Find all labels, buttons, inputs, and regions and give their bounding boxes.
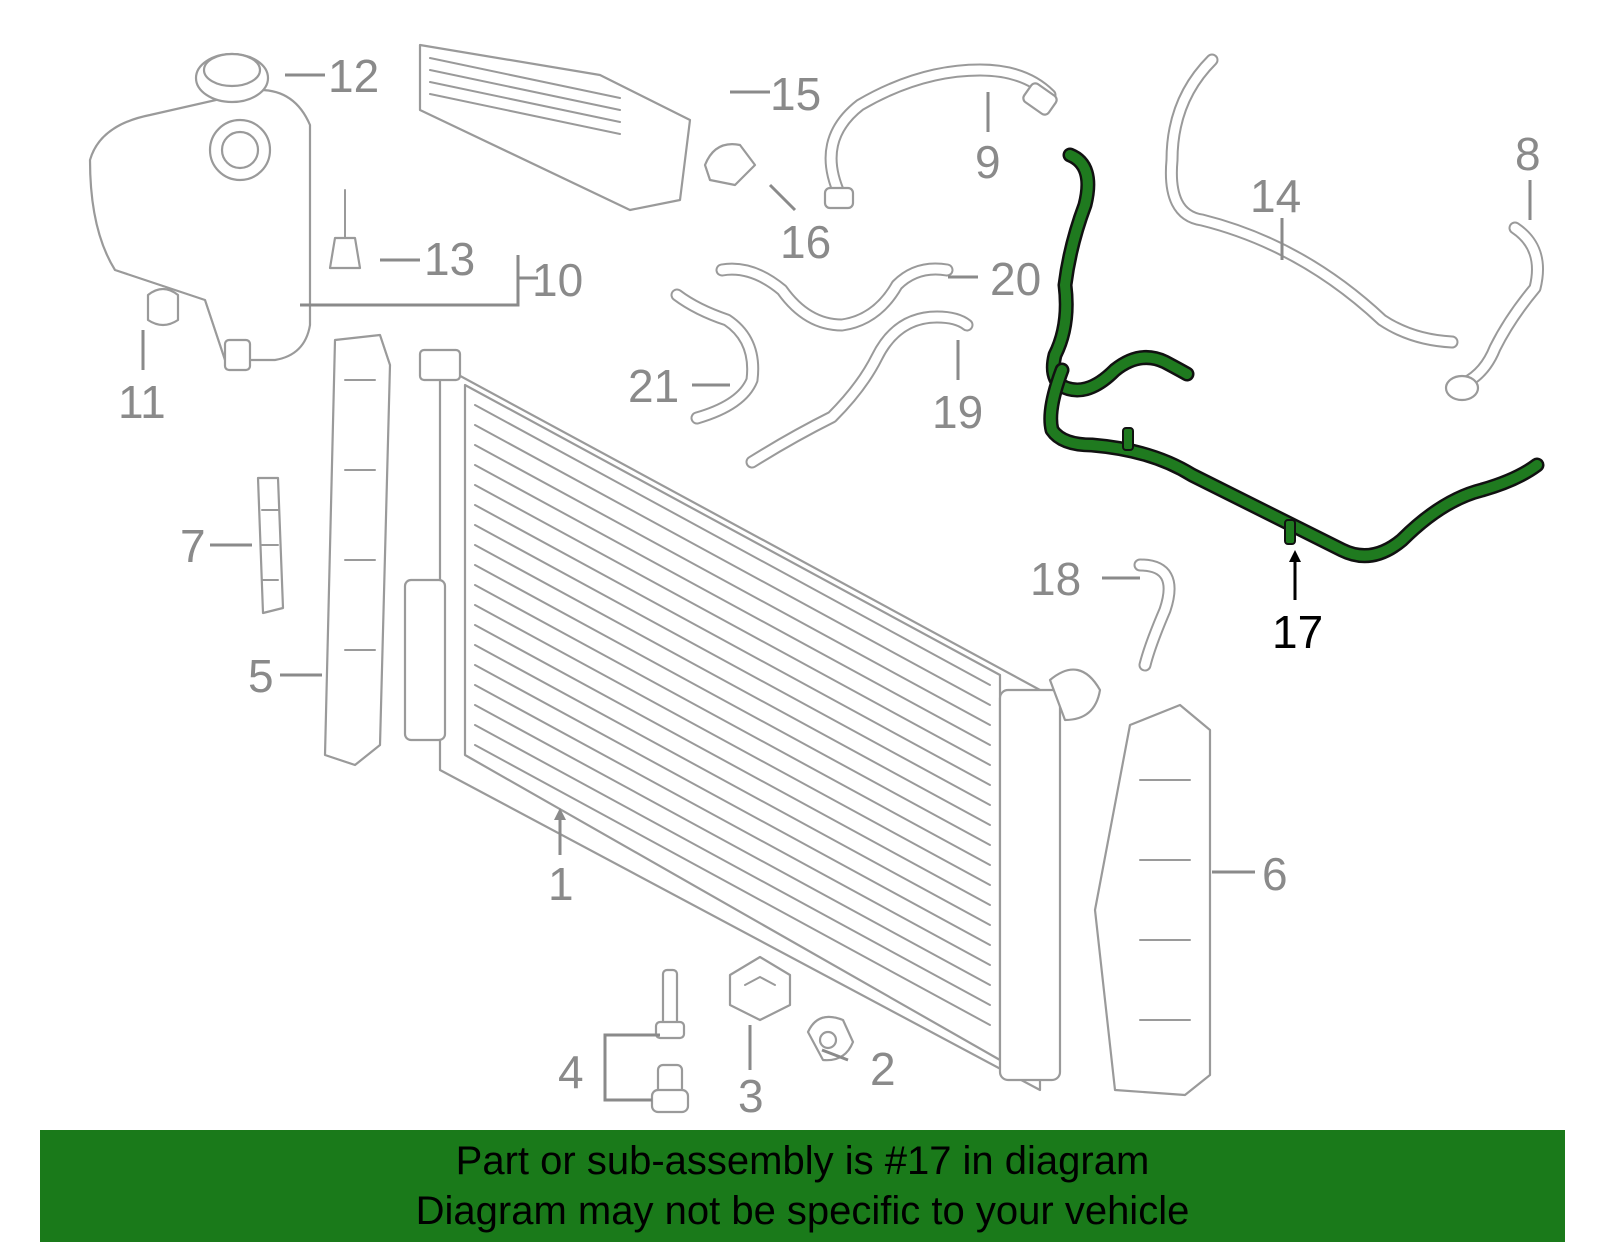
hose-part-9: [823, 63, 1058, 210]
callout-18: 18: [1030, 553, 1081, 605]
expansion-tank-part-10: [88, 88, 312, 372]
seal-part-7: [256, 476, 285, 615]
callout-3: 3: [738, 1070, 764, 1122]
hose-part-20: [715, 262, 954, 332]
callout-16: 16: [780, 216, 831, 268]
vent-line-part-14: [1164, 53, 1459, 349]
hose-part-18: [1133, 558, 1176, 672]
callout-1: 1: [548, 858, 574, 910]
callout-10: 10: [532, 254, 583, 306]
coolant-hose-part-17: [1043, 147, 1545, 564]
callout-2: 2: [870, 1043, 896, 1095]
hose-part-21: [670, 288, 760, 425]
bracket-part-16: [703, 143, 757, 187]
hose-part-19: [745, 310, 974, 469]
callout-11: 11: [118, 376, 166, 428]
callout-15: 15: [770, 68, 821, 120]
bracket-part-3: [728, 955, 792, 1022]
cap-part-12: [194, 52, 270, 104]
callout-21: 21: [628, 360, 679, 412]
info-banner: Part or sub-assembly is #17 in diagram D…: [40, 1130, 1565, 1242]
callout-14: 14: [1250, 170, 1301, 222]
callout-8: 8: [1515, 128, 1541, 180]
callout-4: 4: [558, 1046, 584, 1098]
callout-6: 6: [1262, 848, 1288, 900]
radiator-part-1: [403, 348, 1102, 1092]
sensor-part-2: [806, 1015, 855, 1062]
callout-20: 20: [990, 253, 1041, 305]
banner-line-1: Part or sub-assembly is #17 in diagram: [455, 1139, 1150, 1183]
sensor-part-13: [328, 189, 362, 270]
leader-lines: [141, 73, 1532, 1102]
callout-19: 19: [932, 386, 983, 438]
air-duct-part-5: [323, 333, 392, 767]
drain-plug-part-4: [650, 968, 690, 1114]
hose-part-8: [1444, 221, 1544, 402]
callout-9: 9: [975, 136, 1001, 188]
callout-17: 17: [1272, 606, 1323, 658]
callout-5: 5: [248, 650, 274, 702]
banner-line-2: Diagram may not be specific to your vehi…: [415, 1189, 1190, 1233]
oil-cooler-part-15: [418, 43, 692, 212]
callout-12: 12: [328, 50, 379, 102]
callout-13: 13: [424, 233, 475, 285]
callout-7: 7: [180, 520, 206, 572]
air-duct-part-6: [1093, 703, 1212, 1097]
bushing-part-11: [146, 287, 180, 327]
